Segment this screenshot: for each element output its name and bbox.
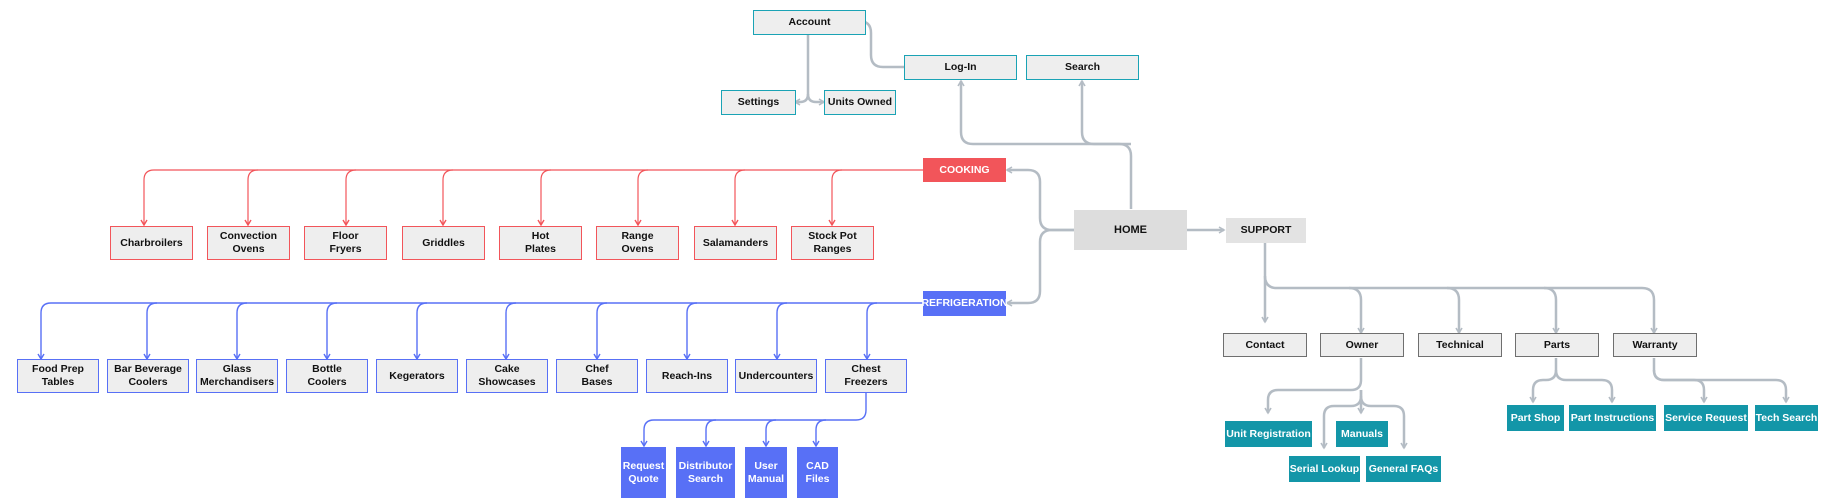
warranty-item[interactable]: Tech Search [1755, 405, 1818, 431]
support-item[interactable]: Parts [1515, 333, 1599, 357]
owner-item[interactable]: Unit Registration [1225, 421, 1312, 447]
refrigeration-node[interactable]: REFRIGERATION [921, 291, 1008, 316]
refrigeration-item[interactable]: Glass Merchandisers [196, 359, 278, 393]
support-node[interactable]: SUPPORT [1226, 218, 1306, 243]
refrigeration-item[interactable]: Chest Freezers [825, 359, 907, 393]
support-item[interactable]: Technical [1418, 333, 1502, 357]
cooking-item[interactable]: Stock Pot Ranges [791, 226, 874, 260]
freezer-action[interactable]: Distributor Search [676, 447, 735, 498]
refrigeration-item[interactable]: Chef Bases [556, 359, 638, 393]
owner-item[interactable]: Serial Lookup [1289, 456, 1360, 482]
refrigeration-item[interactable]: Reach-Ins [646, 359, 728, 393]
refrigeration-item[interactable]: Cake Showcases [466, 359, 548, 393]
cooking-item[interactable]: Range Ovens [596, 226, 679, 260]
cooking-node[interactable]: COOKING [923, 158, 1006, 182]
parts-item[interactable]: Part Shop [1507, 405, 1564, 431]
warranty-item[interactable]: Service Request [1664, 405, 1748, 431]
freezer-action[interactable]: User Manual [745, 447, 787, 498]
support-item[interactable]: Warranty [1613, 333, 1697, 357]
freezer-action[interactable]: CAD Files [797, 447, 838, 498]
login-node[interactable]: Log-In [904, 55, 1017, 80]
refrigeration-item[interactable]: Food Prep Tables [17, 359, 99, 393]
settings-node[interactable]: Settings [721, 90, 796, 115]
refrigeration-item[interactable]: Bar Beverage Coolers [107, 359, 189, 393]
cooking-item[interactable]: Griddles [402, 226, 485, 260]
cooking-item[interactable]: Floor Fryers [304, 226, 387, 260]
search-node[interactable]: Search [1026, 55, 1139, 80]
owner-item[interactable]: General FAQs [1366, 456, 1441, 482]
freezer-action[interactable]: Request Quote [621, 447, 666, 498]
support-item[interactable]: Owner [1320, 333, 1404, 357]
cooking-item[interactable]: Salamanders [694, 226, 777, 260]
cooking-item[interactable]: Hot Plates [499, 226, 582, 260]
support-item[interactable]: Contact [1223, 333, 1307, 357]
refrigeration-item[interactable]: Bottle Coolers [286, 359, 368, 393]
units-owned-node[interactable]: Units Owned [824, 90, 896, 115]
home-node[interactable]: HOME [1074, 210, 1187, 250]
cooking-item[interactable]: Charbroilers [110, 226, 193, 260]
account-node[interactable]: Account [753, 10, 866, 35]
refrigeration-item[interactable]: Undercounters [735, 359, 817, 393]
owner-item[interactable]: Manuals [1336, 421, 1388, 447]
cooking-item[interactable]: Convection Ovens [207, 226, 290, 260]
parts-item[interactable]: Part Instructions [1569, 405, 1656, 431]
refrigeration-item[interactable]: Kegerators [376, 359, 458, 393]
